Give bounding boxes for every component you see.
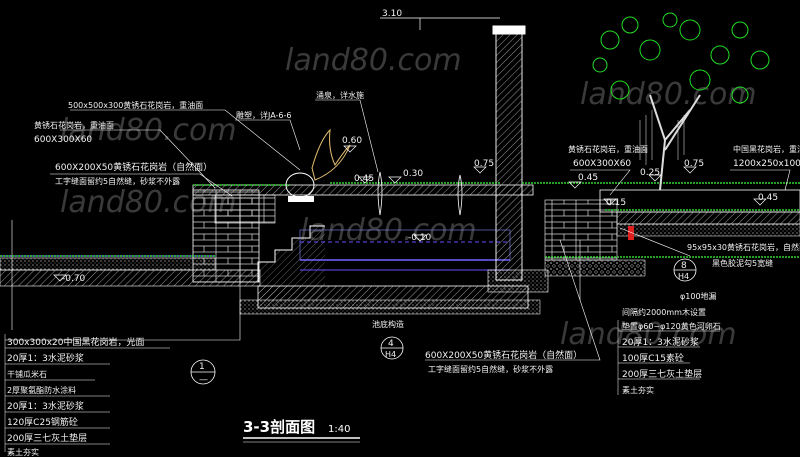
label-drain-note: 间隔约2000mm木设置 (622, 307, 706, 317)
fountain-jets (377, 171, 463, 216)
layer-item: 垫置φ60~φ120黄色河卵石 (622, 321, 721, 331)
elevation-label: -0.70 (62, 274, 86, 284)
elevation-column-top: 3.10 (382, 9, 402, 19)
callout-number: 4 (388, 339, 394, 349)
label-coping-black-size: 1200x250x100 (733, 159, 800, 169)
elevation-label: 0.45 (354, 174, 374, 184)
label-coping-right-size: 600X300X60 (573, 159, 631, 169)
elevation-label: 0.75 (474, 159, 494, 169)
elevation-label: 0.45 (758, 193, 778, 203)
callout-ref: H4 (385, 350, 396, 359)
layer-item: 干铺瓜米石 (7, 369, 47, 379)
elevation-label: 0.45 (578, 173, 598, 183)
label-coping-left-size: 600X300X60 (34, 135, 92, 145)
label-wall-face-bottom: 600X200X50黄锈石花岗岩（自然面） (425, 349, 582, 361)
watermark: land80.com (560, 317, 737, 352)
label-coping-right: 黄锈石花岗岩，重油面 (568, 144, 648, 154)
label-coping-left: 黄锈石花岗岩，重油面 (34, 120, 114, 130)
layer-item: 300x300x20中国黑花岗岩，光面 (7, 336, 144, 348)
callout-number: 1 (199, 362, 205, 372)
layer-item: 120厚C25钢筋砼 (7, 416, 78, 428)
watermark: land80.com (285, 43, 462, 78)
label-curb-note: 黑色胶泥勾5宽缝 (712, 258, 773, 268)
watermark-group: land80.com land80.com land80.com land80.… (60, 43, 757, 352)
elevation-markers (53, 145, 767, 282)
layer-item: 200厚三七灰土垫层 (7, 432, 87, 444)
label-coping-black: 中国黑花岗岩，重油面 (733, 144, 800, 154)
label-drain-pipe: φ100地漏 (680, 291, 717, 301)
label-cap-stone: 500x500x300黄锈石花岗岩，重油面 (68, 100, 203, 110)
drawing-scale: 1:40 (328, 424, 350, 435)
layer-item: 20厚1：3水泥砂浆 (7, 352, 84, 364)
detail-callout-8: 8 H4 (673, 258, 697, 282)
section-linework (0, 17, 800, 330)
elevation-label: 0.75 (684, 159, 704, 169)
elevation-label: 0.25 (640, 168, 660, 178)
drawing-title: 3-3剖面图 (243, 418, 315, 436)
tree (592, 12, 770, 191)
label-wall-face-left: 600X200X50黄锈石花岗岩（自然面） (55, 161, 212, 173)
layer-item: 素土夯实 (7, 447, 39, 457)
label-fountain: 涌泉，详水施 (316, 90, 364, 100)
elevation-label: 0.15 (606, 198, 626, 208)
callout-ref: — (199, 375, 208, 385)
elevation-label: -0.10 (408, 233, 432, 243)
callout-ref: H4 (678, 272, 689, 281)
sculpture (285, 128, 351, 202)
label-wall-face-bottom-note: 工字缝面留约5自然缝，砂浆不外露 (428, 364, 553, 374)
watermark: land80.com (60, 113, 237, 148)
label-wall-face-left-note: 工字缝面留约5自然缝，砂浆不外露 (55, 176, 180, 186)
watermark: land80.com (300, 213, 477, 248)
label-pool-structure: 池底构造 (372, 319, 404, 329)
callout-number: 8 (681, 261, 687, 271)
leader-lines (5, 99, 791, 361)
layer-item: 20厚1：3水泥砂浆 (622, 336, 699, 348)
layer-item: 20厚1：3水泥砂浆 (7, 400, 84, 412)
detail-callout-4: 4 H4 (380, 336, 404, 360)
elevation-label: 0.60 (342, 136, 362, 146)
detail-callout-1: 1 — (190, 359, 216, 385)
layer-item: 100厚C15素砼 (622, 352, 684, 364)
layer-item: 素土夯实 (622, 385, 654, 395)
label-curb: 95x95x30黄锈石花岗岩，自然面 (687, 242, 800, 252)
layer-item: 2厚聚氨酯防水涂料 (7, 385, 76, 395)
label-sculpture: 雕塑，详JA-6-6 (236, 110, 291, 120)
watermark: land80.com (580, 77, 757, 112)
elevation-label: 0.30 (403, 169, 423, 179)
layer-item: 200厚三七灰土垫层 (622, 368, 702, 380)
